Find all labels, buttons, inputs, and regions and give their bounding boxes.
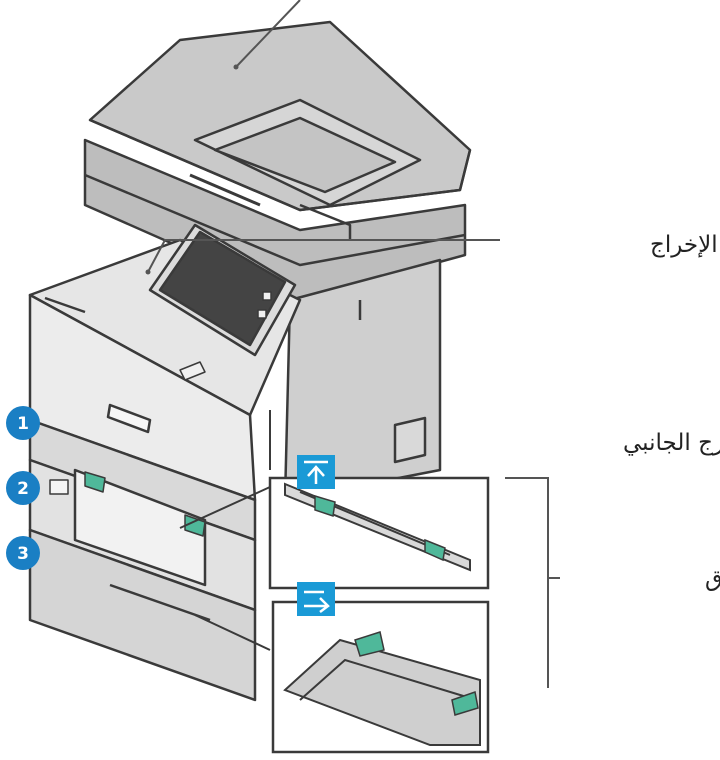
side-tray-label: الدرج الجانبي (623, 430, 720, 456)
tray-badge-3: 3 (6, 536, 40, 570)
output-tray-label: درج الإخراج (650, 232, 720, 258)
side-tray-label-group: الدرج الجانبي (623, 430, 720, 456)
svg-text:1: 1 (17, 414, 29, 434)
side-tray-closed-callout (179, 455, 490, 651)
tray-badge-1: 1 (6, 406, 40, 440)
paper-trays (28, 418, 257, 702)
tray-badge-2: 2 (6, 471, 40, 505)
touch-screen (158, 230, 287, 347)
output-tray-callout: درج الإخراج (145, 232, 720, 275)
tray-up-arrow-icon (297, 455, 335, 489)
paper-trays-callout: أدراج الورق (505, 477, 720, 688)
scanner-leader (233, 0, 301, 70)
paper-trays-label: أدراج الورق (705, 563, 720, 592)
svg-text:2: 2 (17, 479, 29, 499)
document-feeder (83, 20, 472, 302)
svg-text:3: 3 (17, 544, 29, 564)
tray-feed-arrow-icon (297, 582, 335, 616)
printer-body (28, 238, 442, 502)
side-tray-open-callout (271, 582, 490, 754)
control-panel (148, 223, 297, 381)
